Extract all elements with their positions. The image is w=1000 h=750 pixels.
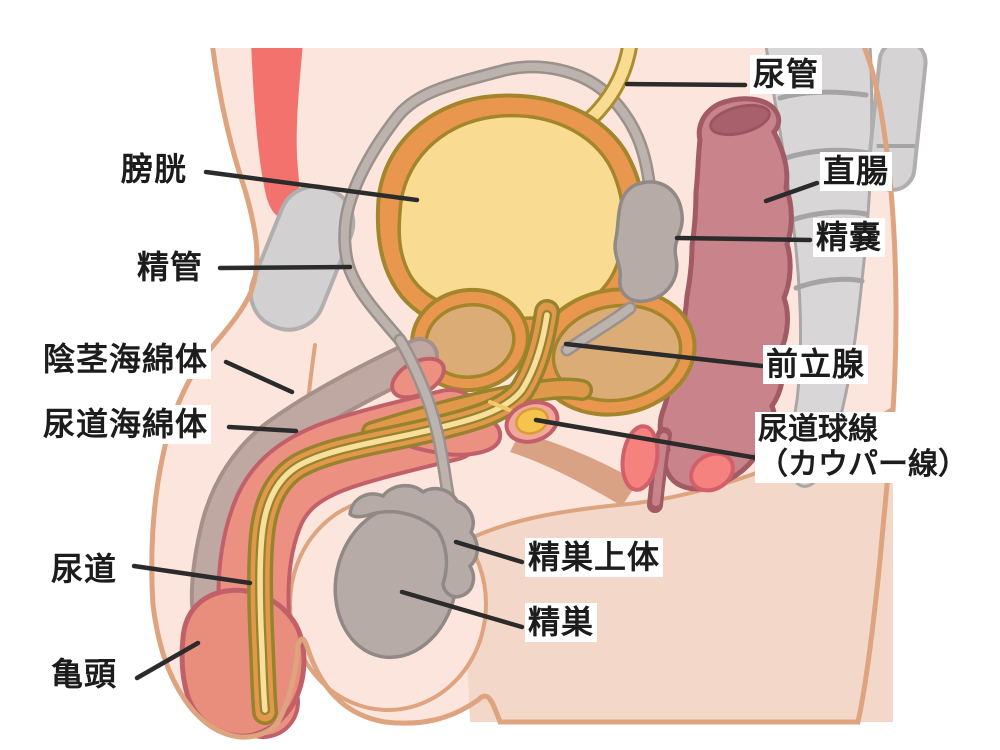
perineal-body xyxy=(510,432,638,506)
leader-testis xyxy=(399,589,525,630)
abdominal-muscle xyxy=(251,42,303,218)
label-bulbourethral-gland: 尿道球線（カウパー線） xyxy=(755,412,971,483)
label-testis: 精巣 xyxy=(525,603,598,642)
label-rectum: 直腸 xyxy=(820,152,893,191)
body-outline xyxy=(149,39,899,740)
bulbourethral-gland xyxy=(504,400,560,444)
sphincter-muscle-left xyxy=(620,424,660,492)
urethra-tube xyxy=(247,299,593,725)
leader-corpus-spongiosum xyxy=(226,424,299,434)
label-ureter: 尿管 xyxy=(750,55,823,94)
sphincter-muscle-right xyxy=(689,451,735,493)
label-prostate: 前立腺 xyxy=(763,345,869,384)
top-crop-mask xyxy=(0,0,1000,48)
label-seminal-vesicle: 精嚢 xyxy=(813,218,886,257)
leader-bladder xyxy=(203,169,420,203)
leader-urethra xyxy=(131,563,253,586)
label-bladder: 膀胱 xyxy=(118,150,191,189)
label-corpus-cavernosum: 陰茎海綿体 xyxy=(40,340,212,379)
seminal-vesicle xyxy=(613,180,684,303)
leader-vas-deferens xyxy=(217,264,353,271)
glans xyxy=(179,587,307,739)
rectum-opening xyxy=(709,103,771,137)
leader-bulbourethral xyxy=(533,417,760,461)
label-corpus-spongiosum: 尿道海綿体 xyxy=(40,405,212,444)
leader-seminal-vesicle xyxy=(674,235,813,243)
leader-ureter xyxy=(624,81,748,88)
leader-lines xyxy=(131,81,820,681)
leader-epididymis xyxy=(453,539,525,565)
leader-corpus-cavernosum xyxy=(223,359,295,395)
label-epididymis: 精巣上体 xyxy=(525,538,664,577)
bladder xyxy=(375,93,647,341)
label-glans: 亀頭 xyxy=(48,655,121,694)
label-vas-deferens: 精管 xyxy=(134,248,207,287)
label-urethra: 尿道 xyxy=(48,550,121,589)
leader-glans xyxy=(134,640,201,681)
leader-prostate xyxy=(563,341,765,369)
thigh-shade xyxy=(455,408,893,722)
leader-rectum xyxy=(763,180,820,204)
epididymis xyxy=(348,483,479,599)
corpus-cavernosum xyxy=(189,337,439,623)
